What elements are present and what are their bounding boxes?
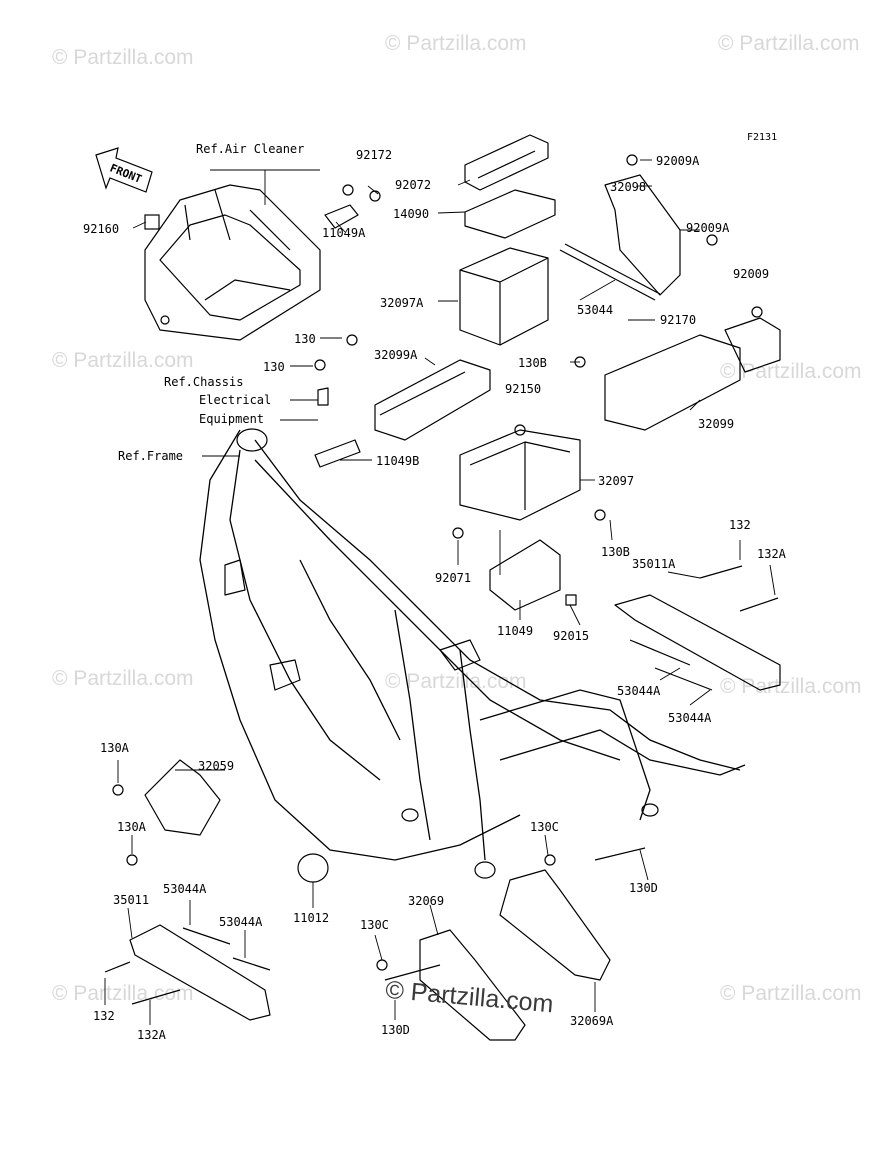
watermark: © Partzilla.com xyxy=(385,32,527,55)
battery-14090 xyxy=(464,189,556,239)
label-92071: 92071 xyxy=(435,571,471,585)
part-92160-block xyxy=(144,214,160,230)
label-132-right: 132 xyxy=(729,518,751,532)
label-electrical: Electrical xyxy=(199,393,271,407)
label-130B-bottom: 130B xyxy=(601,545,630,559)
label-92072: 92072 xyxy=(395,178,431,192)
label-92160: 92160 xyxy=(83,222,119,236)
label-92009A-top: 92009A xyxy=(656,154,700,168)
label-35011A: 35011A xyxy=(632,557,676,571)
label-32099: 32099 xyxy=(698,417,734,431)
label-32097: 32097 xyxy=(598,474,634,488)
label-11049B: 11049B xyxy=(376,454,419,468)
label-32097A: 32097A xyxy=(380,296,424,310)
label-130-upper: 130 xyxy=(294,332,316,346)
bracket-11049 xyxy=(489,539,577,611)
label-130C-right: 130C xyxy=(530,820,559,834)
cover-32098 xyxy=(604,154,718,296)
watermark: © Partzilla.com xyxy=(385,670,527,693)
battery-box-32097 xyxy=(452,356,606,539)
watermark-main: © Partzilla.com xyxy=(384,976,554,1019)
label-92009A-mid: 92009A xyxy=(686,221,730,235)
front-arrow-icon: FRONT xyxy=(95,147,153,193)
bracket-32069 xyxy=(376,929,526,1041)
watermark: © Partzilla.com xyxy=(720,360,862,383)
label-132-left: 132 xyxy=(93,1009,115,1023)
guard-32059 xyxy=(112,759,221,866)
label-132A-left: 132A xyxy=(137,1028,167,1042)
label-130A-bottom: 130A xyxy=(117,820,147,834)
label-53044A-left-1: 53044A xyxy=(163,882,207,896)
label-ref-frame: Ref.Frame xyxy=(118,449,183,463)
label-130D-left: 130D xyxy=(381,1023,410,1037)
label-132A-right: 132A xyxy=(757,547,787,561)
label-32059: 32059 xyxy=(198,759,234,773)
label-92172: 92172 xyxy=(356,148,392,162)
label-equipment: Equipment xyxy=(199,412,264,426)
label-53044A-left-2: 53044A xyxy=(219,915,263,929)
label-14090: 14090 xyxy=(393,207,429,221)
holder-35011A xyxy=(614,565,781,691)
battery-case-32097A xyxy=(459,247,549,346)
watermark: © Partzilla.com xyxy=(52,349,194,372)
label-130A-top: 130A xyxy=(100,741,130,755)
label-11049: 11049 xyxy=(497,624,533,638)
bracket-11049A xyxy=(324,184,381,229)
tray-32099A xyxy=(374,359,491,441)
label-53044A-right-2: 53044A xyxy=(668,711,712,725)
watermark: © Partzilla.com xyxy=(720,982,862,1005)
bracket-32069A xyxy=(499,847,646,981)
rod-53044 xyxy=(559,249,656,301)
label-32069: 32069 xyxy=(408,894,444,908)
motorcycle-frame xyxy=(199,428,746,879)
label-32098: 32098 xyxy=(610,180,646,194)
plug-11012 xyxy=(297,853,329,883)
leader-lines xyxy=(104,159,776,1025)
label-130D-right: 130D xyxy=(629,881,658,895)
label-35011: 35011 xyxy=(113,893,149,907)
bracket-11049B xyxy=(314,334,361,468)
label-ref-air-cleaner: Ref.Air Cleaner xyxy=(196,142,304,156)
label-53044A-right-1: 53044A xyxy=(617,684,661,698)
watermark: © Partzilla.com xyxy=(52,667,194,690)
label-32099A: 32099A xyxy=(374,348,418,362)
battery-strap-92072 xyxy=(464,134,549,191)
label-92170: 92170 xyxy=(660,313,696,327)
label-53044: 53044 xyxy=(577,303,613,317)
label-130-lower: 130 xyxy=(263,360,285,374)
watermark: © Partzilla.com xyxy=(718,32,860,55)
label-130B-top: 130B xyxy=(518,356,547,370)
label-92009: 92009 xyxy=(733,267,769,281)
watermark: © Partzilla.com xyxy=(52,982,194,1005)
cover-32099 xyxy=(604,306,781,431)
label-ref-chassis: Ref.Chassis xyxy=(164,375,243,389)
label-11012: 11012 xyxy=(293,911,329,925)
label-11049A: 11049A xyxy=(322,226,366,240)
figure-code: F2131 xyxy=(747,132,777,143)
holder-35011 xyxy=(104,924,271,1021)
air-cleaner-housing xyxy=(144,184,321,341)
watermark: © Partzilla.com xyxy=(52,46,194,69)
label-32069A: 32069A xyxy=(570,1014,614,1028)
label-92015: 92015 xyxy=(553,629,589,643)
label-92150: 92150 xyxy=(505,382,541,396)
label-130C-left: 130C xyxy=(360,918,389,932)
watermark: © Partzilla.com xyxy=(720,675,862,698)
